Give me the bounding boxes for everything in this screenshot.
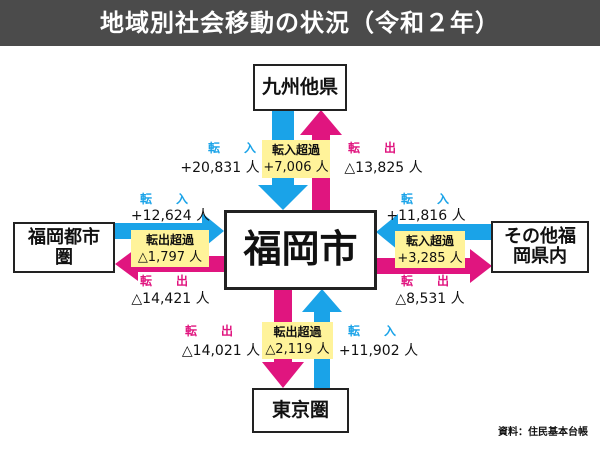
region-fukuoka-metro: 福岡都市圏: [13, 222, 115, 273]
in-value: +11,816 人: [386, 208, 466, 224]
net-value: △2,119 人: [265, 342, 330, 357]
in-label: 転 入: [139, 192, 194, 206]
out-value: △14,021 人: [181, 343, 261, 359]
net-label: 転出超過: [273, 325, 322, 339]
in-label: 転 入: [207, 141, 262, 155]
net-badge: 転出超過 △1,797 人: [131, 230, 209, 267]
out-label: 転 出: [400, 274, 455, 288]
out-label: 転 出: [139, 274, 194, 288]
center-fukuoka-city: 福岡市: [224, 210, 377, 290]
net-value: +7,006 人: [263, 160, 329, 175]
page-title: 地域別社会移動の状況（令和２年）: [0, 0, 600, 46]
net-label: 転入超過: [271, 143, 320, 157]
region-tokyo: 東京圏: [252, 388, 349, 433]
in-label: 転 入: [400, 192, 455, 206]
out-value: △13,825 人: [344, 160, 423, 176]
source-note: 資料：住民基本台帳: [498, 427, 588, 438]
out-label: 転 出: [347, 141, 402, 155]
out-value: △8,531 人: [395, 291, 465, 307]
region-label: 東京圏: [271, 399, 329, 422]
in-value: +11,902 人: [338, 343, 419, 359]
out-label: 転 出: [184, 324, 239, 338]
in-value: +20,831 人: [180, 160, 260, 176]
net-label: 転入超過: [405, 234, 454, 248]
center-label: 福岡市: [243, 227, 358, 272]
net-label: 転出超過: [145, 233, 194, 247]
region-kyushu: 九州他県: [253, 64, 347, 111]
net-value: +3,285 人: [397, 251, 463, 266]
net-badge: 転入超過 +3,285 人: [395, 231, 465, 268]
in-label: 転 入: [347, 324, 402, 338]
region-label: 福岡都市圏: [28, 226, 100, 268]
in-value: +12,624 人: [130, 208, 211, 224]
net-badge: 転入超過 +7,006 人: [262, 140, 330, 178]
region-other-fukuoka: その他福岡県内: [491, 221, 589, 273]
out-value: △14,421 人: [131, 291, 210, 307]
net-value: △1,797 人: [137, 250, 203, 265]
region-label: 九州他県: [261, 76, 338, 99]
net-badge: 転出超過 △2,119 人: [262, 322, 333, 359]
region-label: その他福岡県内: [504, 226, 576, 267]
